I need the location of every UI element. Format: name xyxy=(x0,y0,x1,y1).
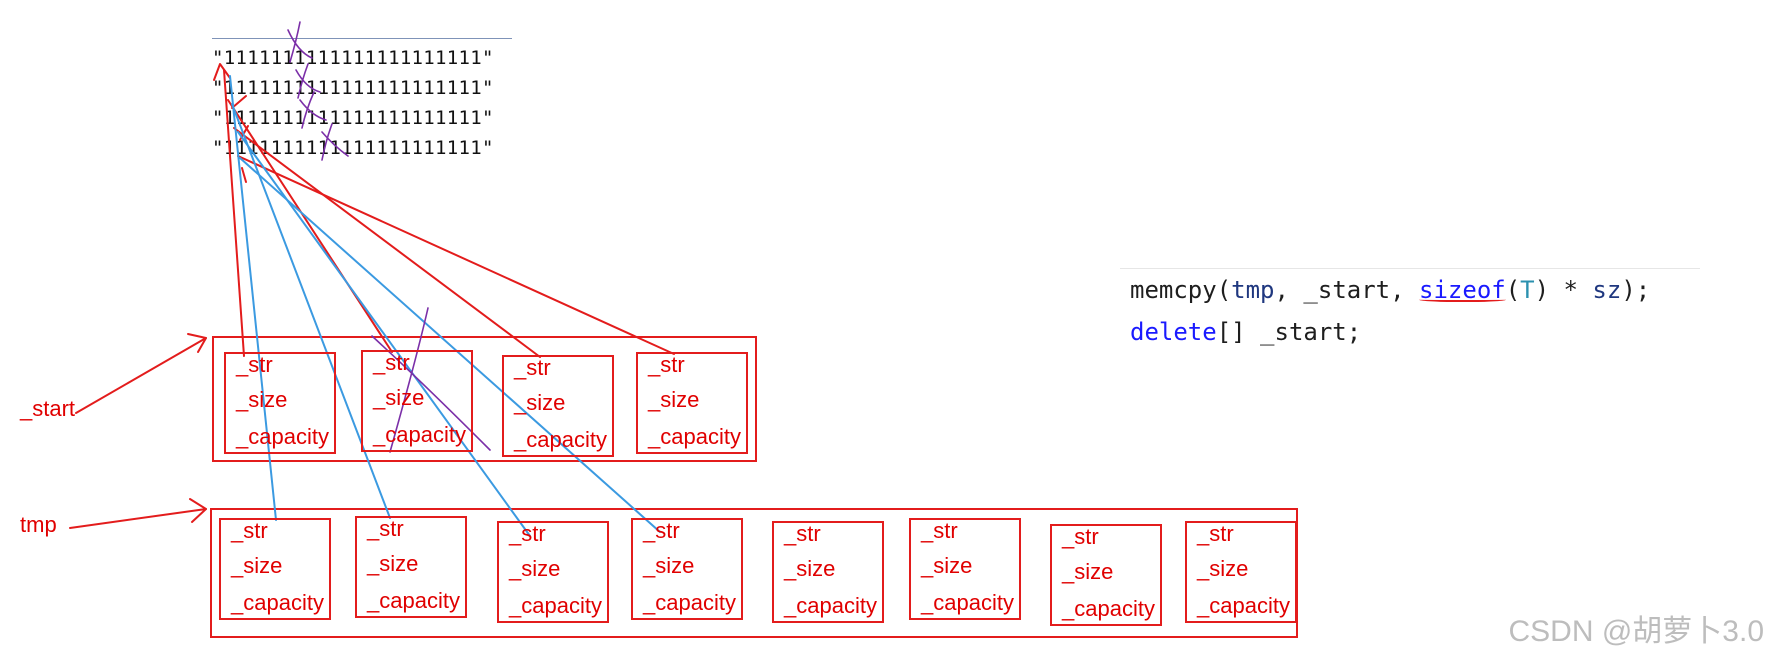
red-arrowhead xyxy=(241,167,247,183)
member-field: _capacity xyxy=(921,590,1014,615)
member-field: _capacity xyxy=(648,424,741,449)
code-keyword: delete xyxy=(1130,318,1217,346)
string-literal: "1111111111111111111111" xyxy=(212,77,494,99)
start-str-pointer-line xyxy=(237,155,675,355)
start-element-2: _str _size _capacity xyxy=(502,355,614,457)
code-line-delete: delete[] _start; xyxy=(1120,311,1700,353)
sizeof-token-wrap: sizeof xyxy=(1419,276,1506,304)
tmp-element-6: _str _size _capacity xyxy=(1050,524,1162,626)
string-literal: "1111111111111111111111" xyxy=(212,47,494,69)
watermark: CSDN @胡萝卜3.0 xyxy=(1508,615,1765,648)
tmp-element-7: _str _size _capacity xyxy=(1185,521,1297,623)
tmp-element-1: _str _size _capacity xyxy=(355,516,467,618)
member-field: _capacity xyxy=(236,424,329,449)
code-token: ( xyxy=(1505,276,1521,304)
cross-out-mark xyxy=(321,123,349,161)
squiggle-underline xyxy=(1419,296,1506,302)
tmp-str-pointer-line xyxy=(239,157,661,533)
member-field: _str xyxy=(643,518,680,543)
string-literal: "1111111111111111111111" xyxy=(212,107,494,129)
start-element-0: _str _size _capacity xyxy=(224,352,336,454)
tmp-str-pointer-line xyxy=(237,131,531,537)
tmp-element-0: _str _size _capacity xyxy=(219,518,331,620)
code-token: ) * xyxy=(1534,276,1593,304)
member-field: _size xyxy=(509,556,561,581)
tmp-pointer-arrowhead xyxy=(189,498,207,523)
start-str-pointer-line xyxy=(223,69,245,357)
member-field: _size xyxy=(514,390,566,415)
member-field: _capacity xyxy=(1197,593,1290,618)
string-literal-list: "1111111111111111111111" "11111111111111… xyxy=(212,38,512,163)
start-element-3: _str _size _capacity xyxy=(636,352,748,454)
start-element-1: _str _size _capacity xyxy=(361,350,473,452)
code-line-memcpy: memcpy(tmp, _start, sizeof(T) * sz); xyxy=(1120,269,1700,311)
member-field: _size xyxy=(1197,556,1249,581)
member-field: _size xyxy=(648,387,700,412)
member-field: _capacity xyxy=(643,590,736,615)
member-field: _size xyxy=(373,385,425,410)
member-field: _size xyxy=(921,553,973,578)
member-field: _capacity xyxy=(367,588,460,613)
red-arrowhead xyxy=(231,95,247,109)
code-type: T xyxy=(1520,276,1535,304)
member-field: _str xyxy=(367,516,404,541)
member-field: _str xyxy=(509,521,546,546)
member-field: _size xyxy=(643,553,695,578)
member-field: _str xyxy=(1062,524,1099,549)
cross-out-mark xyxy=(287,21,313,63)
member-field: _capacity xyxy=(784,593,877,618)
member-field: _capacity xyxy=(373,422,466,447)
member-field: _str xyxy=(231,518,268,543)
cross-out-mark xyxy=(295,63,321,99)
member-field: _str xyxy=(514,355,551,380)
member-field: _size xyxy=(1062,559,1114,584)
start-pointer-label: _start xyxy=(20,396,76,421)
member-field: _capacity xyxy=(514,427,607,452)
start-pointer-arrow xyxy=(75,337,207,414)
tmp-element-5: _str _size _capacity xyxy=(909,518,1021,620)
string-literal: "1111111111111111111111" xyxy=(212,137,494,159)
member-field: _str xyxy=(236,352,273,377)
tmp-pointer-arrow xyxy=(69,508,207,529)
tmp-array-box xyxy=(210,508,1298,638)
code-snippet: memcpy(tmp, _start, sizeof(T) * sz); del… xyxy=(1120,268,1700,353)
tmp-element-3: _str _size _capacity xyxy=(631,518,743,620)
member-field: _str xyxy=(648,352,685,377)
start-str-pointer-line xyxy=(233,127,541,358)
tmp-element-4: _str _size _capacity xyxy=(772,521,884,623)
member-field: _str xyxy=(784,521,821,546)
red-arrowhead xyxy=(213,63,231,81)
cross-out-mark xyxy=(299,91,327,129)
member-field: _size xyxy=(784,556,836,581)
code-token: , _start, xyxy=(1274,276,1420,304)
code-token: memcpy( xyxy=(1130,276,1232,304)
member-field: _str xyxy=(921,518,958,543)
cross-out-mark xyxy=(371,307,491,453)
code-token: ); xyxy=(1621,276,1651,304)
tmp-element-2: _str _size _capacity xyxy=(497,521,609,623)
tmp-pointer-label: tmp xyxy=(20,512,57,537)
member-field: _str xyxy=(373,350,410,375)
start-str-pointer-line xyxy=(227,99,393,353)
member-field: _capacity xyxy=(231,590,324,615)
code-token: sz xyxy=(1592,276,1622,304)
code-token: tmp xyxy=(1231,276,1275,304)
member-field: _capacity xyxy=(509,593,602,618)
member-field: _capacity xyxy=(1062,596,1155,621)
member-field: _str xyxy=(1197,521,1234,546)
code-token: [] _start; xyxy=(1216,318,1362,346)
start-pointer-arrowhead xyxy=(187,333,207,353)
member-field: _size xyxy=(367,551,419,576)
member-field: _size xyxy=(236,387,288,412)
member-field: _size xyxy=(231,553,283,578)
start-array-box xyxy=(212,336,757,462)
tmp-str-pointer-line xyxy=(229,75,277,521)
